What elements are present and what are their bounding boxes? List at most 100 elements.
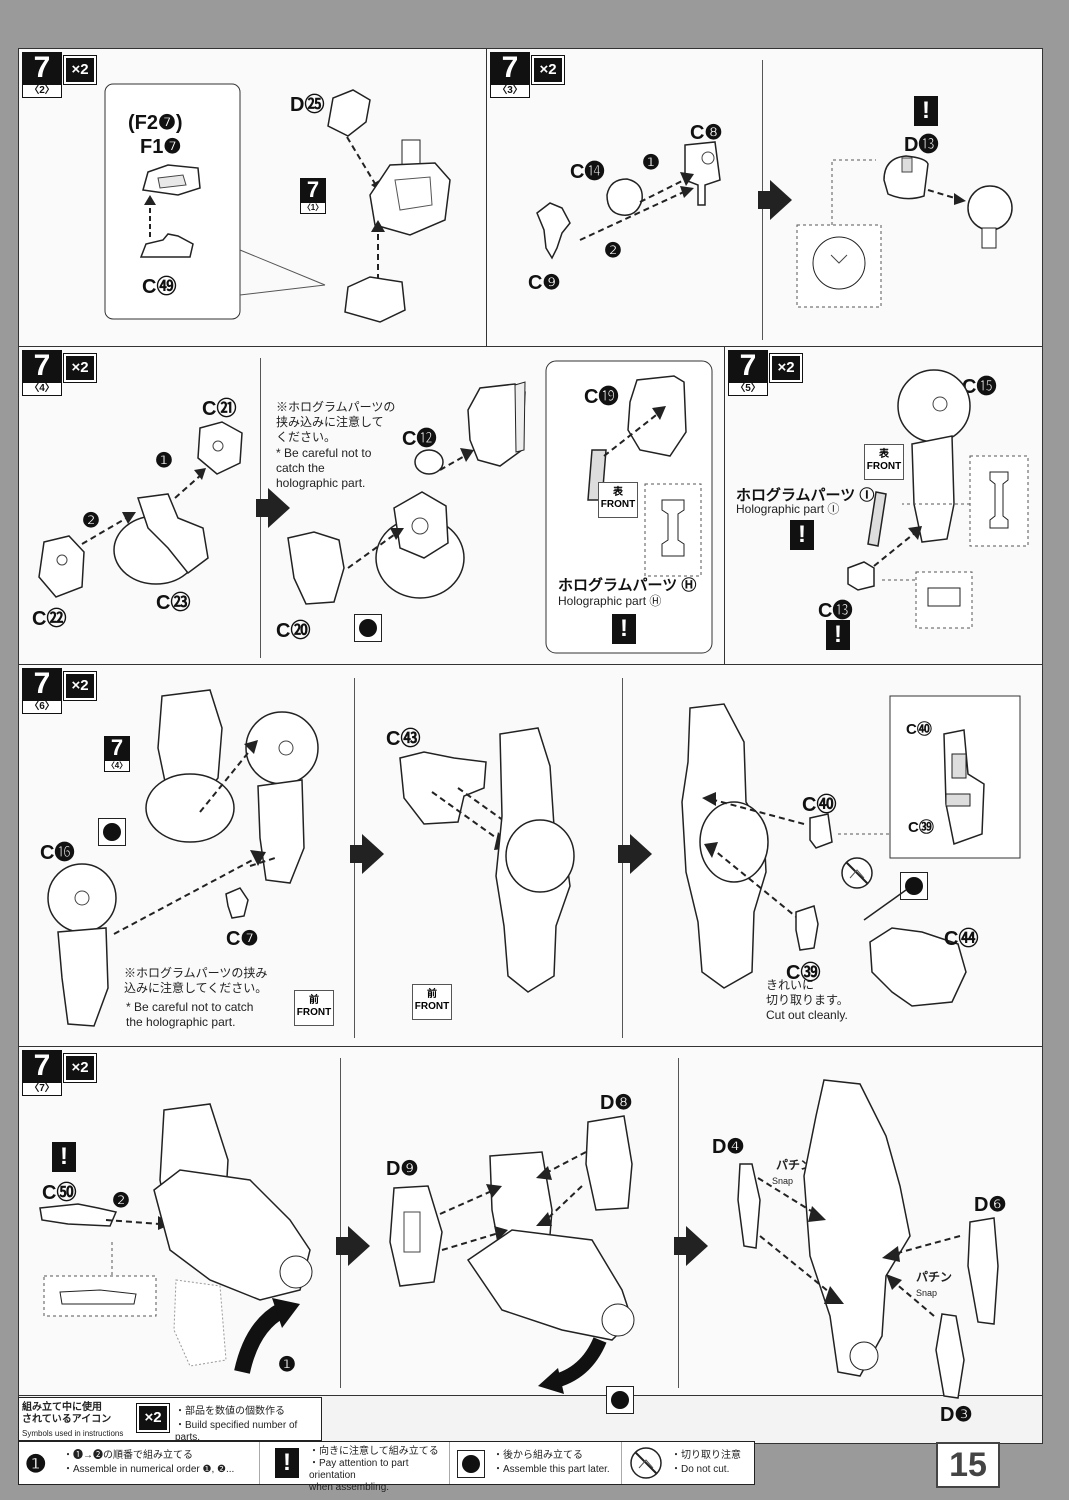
part-c19-assembly	[467, 381, 526, 467]
no-cut-icon	[630, 1447, 662, 1479]
order-2-label: ❷	[604, 240, 622, 262]
step-badge: 7 〈6〉 ×2	[22, 668, 96, 714]
legend-item-jp: ・切り取り注意	[671, 1450, 741, 1461]
part-leg-lower-assembly	[466, 1151, 635, 1341]
part-label-c43: C㊸	[386, 728, 421, 750]
part-d6	[967, 1217, 999, 1325]
step-number: 7	[490, 52, 530, 84]
next-step-arrow	[256, 488, 290, 528]
part-label-c40: C㊵	[802, 794, 837, 816]
holographic-part-i	[867, 491, 887, 547]
detail-callout	[902, 455, 1029, 547]
assembly-arrow	[863, 889, 907, 921]
part-d25	[327, 89, 371, 137]
detail-inset	[838, 695, 1021, 859]
assembly-arrow	[873, 526, 922, 567]
step-badge: 7 〈7〉 ×2	[22, 1050, 96, 1096]
divider	[340, 1058, 341, 1388]
holographic-part-label-en: Holographic part Ⓗ	[558, 594, 662, 608]
front-en: FRONT	[296, 1007, 332, 1018]
ref-step-number: 7	[104, 736, 130, 760]
cut-note-jp: きれいに 切り取ります。	[766, 978, 849, 1007]
legend-item-en: ・Build specified number of parts.	[175, 1420, 298, 1443]
part-label-c8: C❽	[690, 122, 723, 144]
step-number: 7	[22, 1050, 62, 1082]
cut-note-en: Cut out cleanly.	[766, 1008, 848, 1022]
part-c13	[847, 561, 875, 591]
legend-item-jp: ・後から組み立てる	[493, 1450, 583, 1461]
front-en: FRONT	[866, 461, 902, 472]
legend-cell: ! ・向きに注意して組み立てる ・Pay attention to part o…	[259, 1442, 450, 1493]
part-label-c15: C⓯	[962, 376, 997, 398]
warning-icon: !	[52, 1142, 76, 1172]
part-d3	[935, 1313, 965, 1399]
part-label-c44: C㊹	[944, 928, 979, 950]
part-c23	[113, 493, 209, 585]
legend-title-en: Symbols used in instructions	[22, 1429, 124, 1438]
legend-cell: ・切り取り注意 ・Do not cut.	[621, 1442, 754, 1484]
assembly-arrow	[347, 448, 474, 569]
ref-step-badge: 7 〈1〉	[300, 178, 330, 224]
page-number: 15	[936, 1442, 1000, 1488]
part-label-c9: C❾	[528, 272, 561, 294]
warning-icon: !	[612, 614, 636, 644]
part-arm-assembly	[145, 689, 235, 843]
part-c8	[684, 141, 721, 206]
warning-icon: !	[826, 620, 850, 650]
part-d9	[389, 1185, 443, 1287]
part-c51	[39, 1203, 118, 1227]
snap-label-jp: パチン	[916, 1270, 953, 1284]
part-label-c49: C㊾	[142, 276, 177, 298]
step-sub: 〈7〉	[22, 1082, 62, 1096]
part-label-d8: D❽	[600, 1092, 633, 1114]
multiplier-badge: ×2	[532, 56, 564, 84]
part-c9	[536, 202, 571, 260]
part-label-c7: C❼	[226, 928, 259, 950]
part-label-c14: C⓮	[570, 161, 605, 183]
front-jp: 表	[613, 487, 623, 498]
multiplier-badge: ×2	[64, 56, 96, 84]
ref-step-sub: 〈4〉	[104, 760, 130, 772]
divider	[678, 1058, 679, 1388]
part-c23-disc	[375, 491, 465, 599]
part-label-c16: C⓰	[40, 842, 75, 864]
legend-order-icon: ❶	[25, 1451, 47, 1478]
assembly-arrow	[757, 1177, 961, 1317]
part-leg-assembly	[495, 727, 575, 993]
part-label-c20: C⑳	[276, 620, 311, 642]
step-sub: 〈6〉	[22, 700, 62, 714]
assembly-arrow	[603, 406, 666, 457]
snap-label-jp: パチン	[776, 1158, 813, 1172]
part-arm-disc	[245, 711, 319, 884]
step-number: 7	[22, 668, 62, 700]
multiplier-badge: ×2	[64, 354, 96, 382]
holo-note-jp: ※ホログラムパーツの挟み 込みに注意してください。	[124, 966, 268, 995]
holographic-part-label-jp: ホログラムパーツ Ⓘ	[736, 487, 875, 504]
assembly-arrow	[702, 792, 805, 921]
part-c19	[627, 375, 687, 457]
step-badge: 7 〈2〉 ×2	[22, 52, 96, 98]
step-number: 7	[22, 52, 62, 84]
front-jp: 前	[427, 989, 437, 1000]
assembly-arrow	[81, 468, 206, 545]
order-1-label: ❶	[642, 152, 660, 174]
legend-item-jp: ・向きに注意して組み立てる	[309, 1446, 439, 1457]
front-jp: 表	[879, 449, 889, 460]
assemble-later-icon	[98, 818, 126, 846]
part-c43	[399, 751, 487, 825]
legend-item-jp: ・❶→❷の順番で組み立てる	[63, 1450, 193, 1461]
assemble-later-icon	[457, 1450, 485, 1478]
part-label-d9: D❾	[386, 1158, 419, 1180]
part-label-d13: D⓭	[904, 134, 939, 156]
part-leg-lower-assembly	[153, 1103, 313, 1367]
assemble-later-icon	[606, 1386, 634, 1414]
legend-cell: ❶ ・❶→❷の順番で組み立てる ・Assemble in numerical o…	[19, 1442, 260, 1484]
rotate-arrow	[538, 1337, 607, 1394]
part-c44	[869, 927, 967, 1007]
inset-callout	[104, 83, 326, 320]
part-lower-block	[344, 276, 406, 323]
part-label-c21: C㉑	[202, 398, 237, 420]
